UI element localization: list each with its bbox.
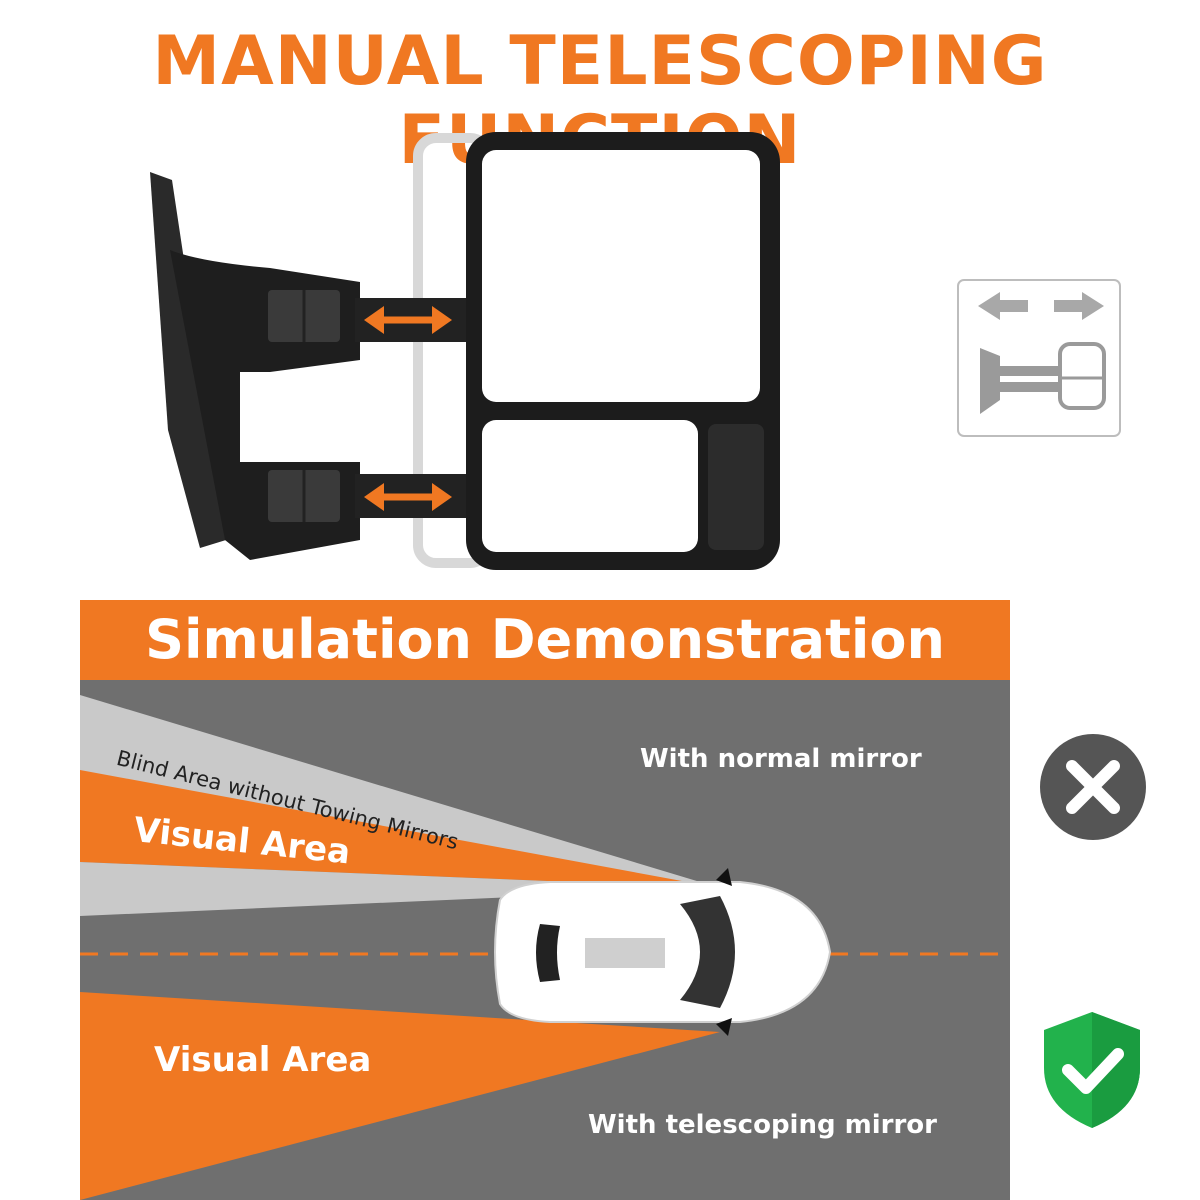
telescoping-mirror-illustration <box>150 132 780 570</box>
shield-check-icon <box>1044 1012 1140 1128</box>
signal-light <box>708 424 764 550</box>
upper-extend-arrow <box>364 306 452 334</box>
visual-area-bottom-label: Visual Area <box>154 1040 372 1080</box>
mount-plate <box>150 172 226 548</box>
simulation-banner <box>80 600 1010 680</box>
simulation-scene <box>80 695 1010 1200</box>
simulation-title: Simulation Demonstration <box>145 608 945 671</box>
lower-extend-arrow <box>364 483 452 511</box>
simulation-panel: Simulation Demonstration With normal mir… <box>80 600 1010 1200</box>
x-circle-icon <box>1040 734 1146 840</box>
normal-mirror-label: With normal mirror <box>640 744 922 774</box>
car-top-view <box>494 868 832 1036</box>
main-mirror-glass <box>482 150 760 402</box>
telescope-arrows-icon <box>957 279 1121 437</box>
spotter-mirror-glass <box>482 420 698 552</box>
visual-area-bottom-fan <box>80 992 720 1200</box>
blind-area-fan <box>80 695 720 888</box>
visual-area-top-fan <box>80 770 720 888</box>
blind-area-inner-fan <box>80 862 720 916</box>
telescoping-mirror-label: With telescoping mirror <box>588 1110 937 1140</box>
